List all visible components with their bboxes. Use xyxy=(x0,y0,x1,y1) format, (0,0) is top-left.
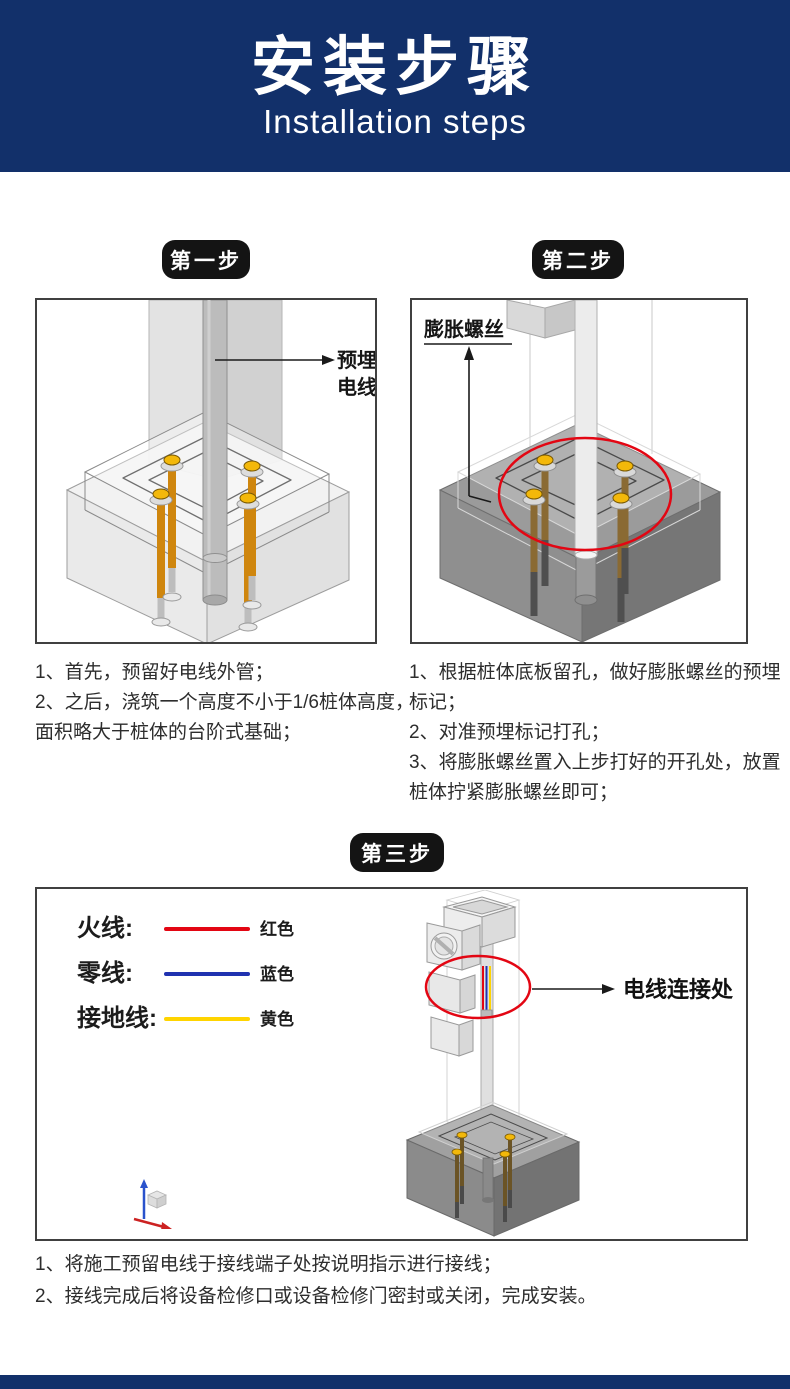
legend-row-neutral: 零线: 蓝色 xyxy=(37,958,357,1004)
step1-annotation-line1: 预埋 xyxy=(337,349,375,372)
anchor-bolts xyxy=(451,1131,516,1222)
page-title: 安装步骤 xyxy=(251,30,539,103)
note-line: 2、接线完成后将设备检修口或设备检修门密封或关闭，完成安装。 xyxy=(35,1286,597,1307)
annotation-arrow xyxy=(532,984,615,994)
step1-annotation-line2: 电线 xyxy=(337,375,375,399)
legend-label: 接地线: xyxy=(77,1005,157,1032)
blue-wire-line xyxy=(164,972,250,976)
device-head xyxy=(426,922,481,971)
note-line: 面积略大于桩体的台阶式基础； xyxy=(35,722,302,743)
rebar-loops xyxy=(495,437,665,523)
step1-badge: 第一步 xyxy=(162,240,250,279)
step1-notes: 1、首先，预留好电线外管； 2、之后，浇筑一个高度不小于1/6桩体高度， 面积略… xyxy=(35,658,414,748)
ghost-pole xyxy=(506,300,653,454)
step2-figure: 膨胀螺丝 xyxy=(410,298,748,644)
step3-illustration: 电线连接处 xyxy=(405,890,733,1237)
note-line: 标记； xyxy=(409,692,467,713)
wire-conduit xyxy=(482,1157,494,1203)
arrow-right-icon xyxy=(322,355,335,365)
step2-notes: 1、根据桩体底板留孔，做好膨胀螺丝的预埋 标记； 2、对准预埋标记打孔； 3、将… xyxy=(409,658,781,808)
page-subtitle: Installation steps xyxy=(263,102,527,140)
expansion-bolts xyxy=(522,454,637,622)
note-line: 1、将施工预留电线于接线端子处按说明指示进行接线； xyxy=(35,1254,502,1275)
legend-color-name: 红色 xyxy=(260,920,294,939)
step3-badge: 第三步 xyxy=(350,833,444,872)
wire-conduit xyxy=(202,300,228,606)
legend-color-name: 黄色 xyxy=(260,1010,294,1029)
axis-triad-icon xyxy=(133,1179,172,1229)
connection-wires xyxy=(480,966,493,1018)
annotation-arrow xyxy=(215,355,335,365)
step2-illustration: 膨胀螺丝 xyxy=(423,300,722,642)
z-arrowhead xyxy=(140,1179,148,1188)
rebar-loops xyxy=(122,436,292,524)
footer-band xyxy=(0,1375,790,1389)
highlight-ellipse xyxy=(424,954,532,1020)
red-wire-line xyxy=(164,927,250,931)
anchor-bolts xyxy=(149,454,264,632)
step2-annotation: 膨胀螺丝 xyxy=(423,317,504,341)
annotation-arrow xyxy=(424,343,512,503)
note-line: 桩体拧紧膨胀螺丝即可； xyxy=(409,782,619,803)
x-arrowhead xyxy=(161,1222,172,1229)
step3-annotation: 电线连接处 xyxy=(623,977,733,1002)
note-line: 3、将膨胀螺丝置入上步打好的开孔处，放置 xyxy=(409,752,781,773)
note-line: 1、根据桩体底板留孔，做好膨胀螺丝的预埋 xyxy=(409,662,781,683)
arrow-right-icon xyxy=(602,984,615,994)
note-line: 2、之后，浇筑一个高度不小于1/6桩体高度， xyxy=(35,692,414,713)
legend-color-name: 蓝色 xyxy=(260,965,294,984)
header-banner: 安装步骤 Installation steps xyxy=(0,0,790,172)
legend-label: 火线: xyxy=(77,915,133,942)
yellow-wire-line xyxy=(164,1017,250,1021)
legend-row-live: 火线: 红色 xyxy=(37,913,357,959)
note-line: 1、首先，预留好电线外管； xyxy=(35,662,274,683)
arrow-up-icon xyxy=(464,346,474,360)
step3-figure: 火线: 红色 零线: 蓝色 接地线: 黄色 xyxy=(35,887,748,1241)
x-axis xyxy=(133,1217,165,1229)
step1-illustration: 预埋 电线 xyxy=(65,300,375,642)
step2-badge: 第二步 xyxy=(532,240,624,279)
mid-boxes xyxy=(428,971,476,1057)
wire-conduit xyxy=(574,300,598,606)
legend-label: 零线: xyxy=(77,960,133,987)
legend-row-ground: 接地线: 黄色 xyxy=(37,1003,357,1049)
note-line: 2、对准预埋标记打孔； xyxy=(409,722,610,743)
triad-cube xyxy=(147,1190,167,1209)
highlight-ellipse xyxy=(497,436,673,552)
step3-notes: 1、将施工预留电线于接线端子处按说明指示进行接线； 2、接线完成后将设备检修口或… xyxy=(35,1249,597,1313)
step1-figure: 预埋 电线 xyxy=(35,298,377,644)
foundation-cube xyxy=(405,1101,581,1237)
